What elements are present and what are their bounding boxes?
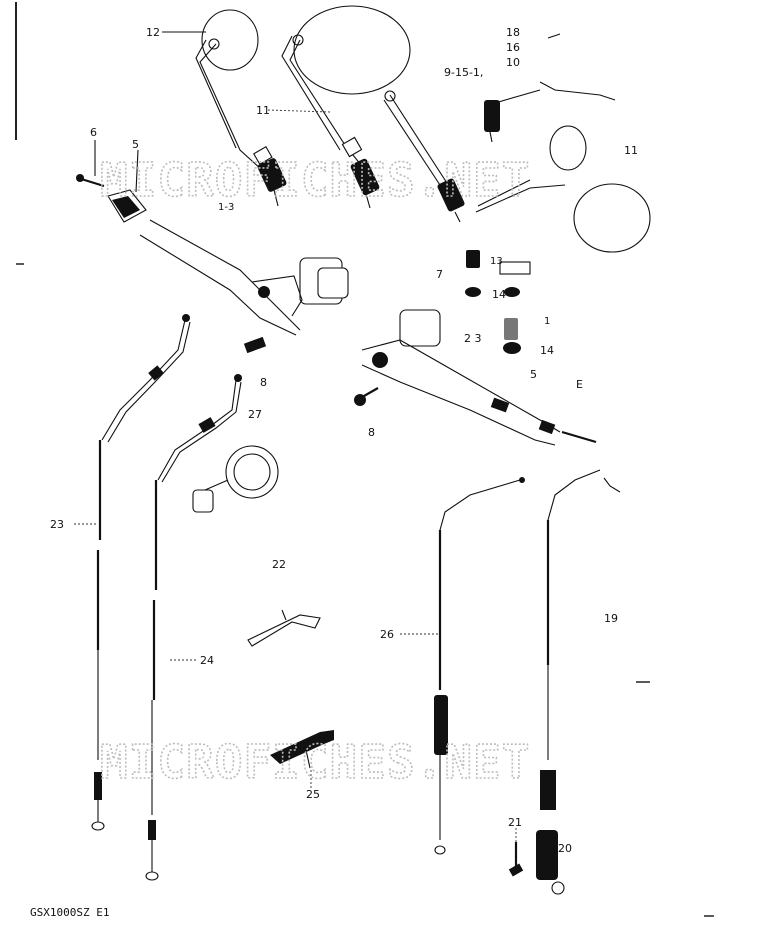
callout-8-right: 8	[368, 426, 375, 439]
callout-7: 7	[436, 268, 443, 281]
callout-21: 21	[508, 816, 522, 829]
bolt-21	[508, 842, 524, 877]
callout-11-top: 11	[256, 104, 270, 117]
callout-5-right: 5	[530, 368, 537, 381]
callout-25: 25	[306, 788, 320, 801]
clamp-fittings	[317, 250, 531, 354]
callout-1: 1	[544, 316, 550, 327]
callout-e: E	[576, 378, 583, 391]
callout-9-15-17: 9-15-1,	[444, 66, 483, 79]
callout-8-left: 8	[260, 376, 267, 389]
diagram-code: GSX1000SZ E1	[30, 906, 109, 919]
callout-26: 26	[380, 628, 394, 641]
callout-19: 19	[604, 612, 618, 625]
callout-2-3: 2 3	[464, 332, 482, 345]
callout-labels: 12 18 16 10 9-15-1, 11 11 6 5 1-3 7 13 1…	[50, 26, 638, 855]
cable-24	[145, 374, 242, 881]
callout-18: 18	[506, 26, 520, 39]
cable-19	[536, 469, 621, 895]
holder-25	[270, 730, 334, 769]
callout-10: 10	[506, 56, 520, 69]
mirror-bracket-top-right	[484, 33, 616, 143]
leader-lines	[74, 31, 517, 842]
clip-22	[247, 609, 321, 647]
callout-1-3: 1-3	[218, 202, 234, 213]
callout-16: 16	[506, 41, 520, 54]
cable-26	[434, 477, 525, 855]
callout-13: 13	[490, 256, 503, 267]
cable-23	[91, 314, 191, 831]
mirror-left	[195, 9, 287, 207]
mirror-right-upper	[383, 90, 651, 253]
callout-23: 23	[50, 518, 64, 531]
callout-5: 5	[132, 138, 139, 151]
callout-6: 6	[90, 126, 97, 139]
callout-12: 12	[146, 26, 160, 39]
mirror-centre	[281, 5, 411, 209]
watermark-bottom: MICROFICHES.NET	[100, 735, 530, 789]
callout-24: 24	[200, 654, 214, 667]
callout-20: 20	[558, 842, 572, 855]
handlebar-right	[354, 309, 597, 446]
watermark-top: MICROFICHES.NET	[100, 153, 530, 207]
callout-22: 22	[272, 558, 286, 571]
callout-27: 27	[248, 408, 262, 421]
callout-14-upper: 14	[492, 288, 506, 301]
callout-11-right: 11	[624, 144, 638, 157]
callout-14-lower: 14	[540, 344, 554, 357]
cable-bracket	[192, 445, 279, 513]
